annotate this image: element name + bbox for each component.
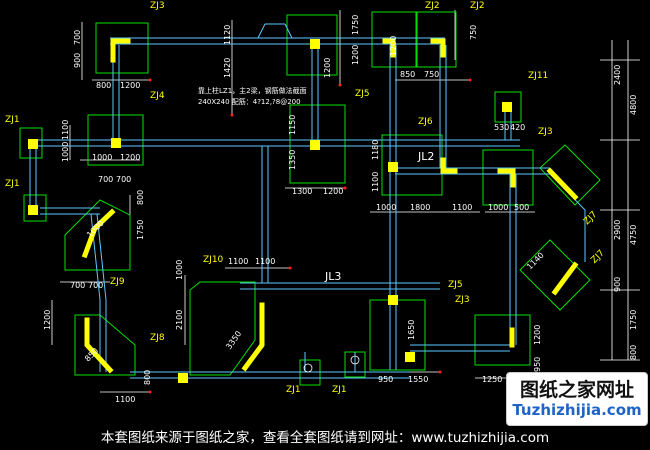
dim-1800: 1800 xyxy=(410,203,430,212)
dim-1000e: 1000 xyxy=(175,260,184,280)
dim-1650: 1650 xyxy=(407,320,416,340)
label-zj3-right: ZJ3 xyxy=(538,127,553,137)
note-line-1: 靠上柱LZ1，主2梁，钢筋做法截面 xyxy=(198,86,307,95)
label-zj1-d: ZJ1 xyxy=(332,385,347,395)
label-zj5-a: ZJ5 xyxy=(355,89,370,99)
dim-1100f: 1100 xyxy=(115,395,135,404)
dim-1200a: 1200 xyxy=(120,81,140,90)
dim-850b: 850 xyxy=(83,346,100,363)
dim-1420: 1420 xyxy=(223,58,232,78)
label-zj3-top: ZJ3 xyxy=(150,1,165,11)
dim-1350: 1350 xyxy=(288,150,297,170)
dim-4800: 4800 xyxy=(629,95,638,115)
dim-1100c: 1100 xyxy=(452,203,472,212)
dim-1000b: 1000 xyxy=(92,153,112,162)
dim-1000d: 1000 xyxy=(488,203,508,212)
dim-1200b: 1200 xyxy=(323,58,332,78)
dim-1200g: 1200 xyxy=(43,310,52,330)
label-zj6: ZJ6 xyxy=(418,117,433,127)
dim-1550: 1550 xyxy=(408,375,428,384)
label-zj4: ZJ4 xyxy=(150,91,165,101)
watermark-logo: 图纸之家网址 Tuzhizhijia.com xyxy=(506,372,648,426)
dim-900a: 900 xyxy=(73,53,82,68)
footer-caption: 本套图纸来源于图纸之家，查看全套图纸请到网址：www.tuzhizhijia.c… xyxy=(100,430,550,446)
footing-labels: ZJ3 ZJ2 ZJ2 ZJ4 ZJ1 ZJ1 ZJ5 ZJ6 ZJ11 ZJ3… xyxy=(5,1,607,395)
dim-850: 850 xyxy=(400,70,415,79)
label-zj5-b: ZJ5 xyxy=(448,280,463,290)
dim-800d: 800 xyxy=(143,370,152,385)
dim-1000b-v: 1000 xyxy=(61,142,70,162)
label-zj7-b: ZJ7 xyxy=(589,248,606,265)
watermark-title: 图纸之家网址 xyxy=(519,379,634,401)
dim-700e: 700 xyxy=(88,281,103,290)
dim-1200d: 1200 xyxy=(389,36,398,56)
dim-700b: 700 xyxy=(98,175,113,184)
dim-1200h: 1200 xyxy=(533,325,542,345)
label-zj9: ZJ9 xyxy=(110,277,125,287)
dim-1100e: 1100 xyxy=(255,257,275,266)
wall-segments xyxy=(81,38,579,374)
dim-1200f: 1200 xyxy=(323,187,343,196)
dim-ticks xyxy=(148,78,472,394)
dim-1100a: 1100 xyxy=(61,120,70,140)
dim-800a: 800 xyxy=(96,81,111,90)
dim-750: 750 xyxy=(469,25,478,40)
note-line-2: 240X240 配筋：4?12,?8@200 xyxy=(198,97,301,106)
dim-3350: 3350 xyxy=(224,329,243,351)
label-jl3: JL3 xyxy=(324,270,341,283)
dim-1100d: 1100 xyxy=(228,257,248,266)
dim-1000c: 1000 xyxy=(376,203,396,212)
watermark-url: Tuzhizhijia.com xyxy=(512,401,642,419)
dim-700a: 700 xyxy=(73,30,82,45)
dim-900b: 900 xyxy=(613,277,622,292)
dim-1250: 1250 xyxy=(482,375,502,384)
label-zj11: ZJ11 xyxy=(528,71,548,81)
dim-1200e: 1200 xyxy=(120,153,140,162)
label-zj1-c: ZJ1 xyxy=(286,385,301,395)
dim-2400: 2400 xyxy=(613,65,622,85)
dim-500: 500 xyxy=(514,203,529,212)
dim-950b: 950 xyxy=(533,357,542,372)
dim-800b: 800 xyxy=(629,345,638,360)
label-zj1-b: ZJ1 xyxy=(5,179,20,189)
dim-1120: 1120 xyxy=(223,25,232,45)
dim-1150: 1150 xyxy=(288,115,297,135)
label-jl2: JL2 xyxy=(417,150,434,163)
dim-700c: 700 xyxy=(116,175,131,184)
label-zj2-a: ZJ2 xyxy=(425,1,440,11)
label-zj10: ZJ10 xyxy=(203,255,224,265)
dim-1750b: 1750 xyxy=(629,310,638,330)
dim-1200c: 1200 xyxy=(351,45,360,65)
dim-950: 950 xyxy=(378,375,393,384)
dim-750b: 750 xyxy=(424,70,439,79)
dim-700d: 700 xyxy=(70,281,85,290)
dim-1100b: 1100 xyxy=(371,172,380,192)
dim-2100: 2100 xyxy=(175,310,184,330)
label-zj1-a: ZJ1 xyxy=(5,115,20,125)
label-zj2-b: ZJ2 xyxy=(470,1,485,11)
column-markers xyxy=(28,39,512,383)
dim-1180: 1180 xyxy=(371,140,380,160)
dim-530: 530 xyxy=(494,123,509,132)
dim-4750: 4750 xyxy=(629,225,638,245)
dim-1750c: 1750 xyxy=(136,220,145,240)
dim-800c: 800 xyxy=(136,190,145,205)
dim-2900: 2900 xyxy=(613,220,622,240)
beam-lines xyxy=(29,23,586,379)
dim-1300: 1300 xyxy=(292,187,312,196)
dim-1750: 1750 xyxy=(351,15,360,35)
label-zj3-b: ZJ3 xyxy=(455,295,470,305)
pile-circles xyxy=(303,355,360,373)
label-zj8: ZJ8 xyxy=(150,333,165,343)
dim-420: 420 xyxy=(510,123,525,132)
dim-1140: 1140 xyxy=(525,251,546,272)
